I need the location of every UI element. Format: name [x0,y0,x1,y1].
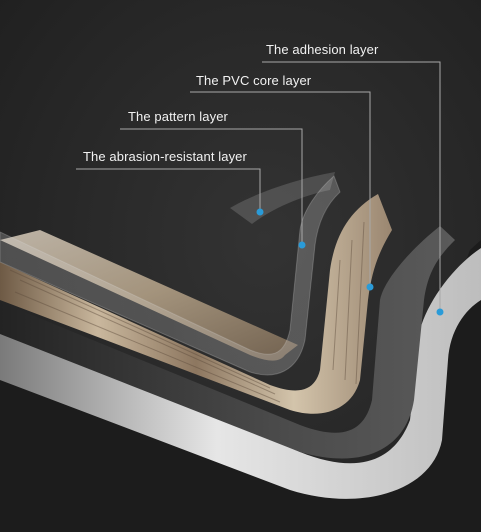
pvc-core-sheet [0,226,455,459]
pattern-strip [0,230,298,361]
label-pattern-layer: The pattern layer [128,109,228,124]
label-adhesion-layer: The adhesion layer [266,42,379,57]
leader-line-pattern [120,128,303,245]
wood-grain [9,221,365,403]
pattern-sheet [0,194,392,414]
marker-adhesion [436,308,444,316]
marker-abrasion [256,208,264,216]
label-pvc-core-layer: The PVC core layer [196,73,312,88]
leader-line-abrasion [76,168,261,212]
abrasion-sheet [0,175,341,376]
marker-pvc-core [366,283,374,291]
adhesion-sheet [0,248,481,499]
floor-shadow [0,240,481,532]
leader-lines [76,61,441,312]
leader-line-pvc-core [190,91,371,287]
leader-line-adhesion [262,61,441,312]
marker-pattern [298,241,306,249]
label-abrasion-resistant-layer: The abrasion-resistant layer [83,149,247,164]
markers [256,208,444,316]
abrasion-sheet-edge [230,172,335,224]
